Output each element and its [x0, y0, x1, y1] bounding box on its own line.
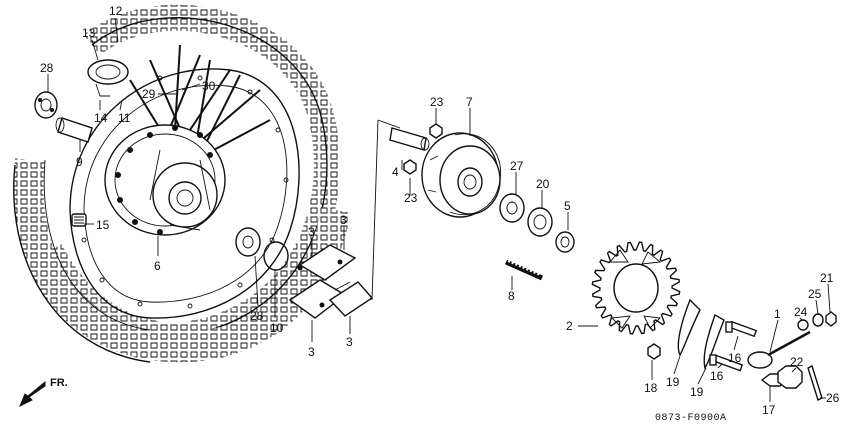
callout-29: 29	[142, 87, 156, 101]
oil-seal-20	[527, 207, 553, 237]
callout-27: 27	[510, 159, 524, 173]
callout-12: 12	[109, 4, 123, 18]
assembly-guide-lines	[371, 119, 401, 301]
callout-numbers: 12 13 28 30 29 14 11 9 15 6 28 10 3 3 3 …	[40, 4, 840, 417]
callout-6: 6	[154, 259, 161, 273]
cotter-pin-26	[807, 365, 823, 401]
callout-16-lower: 16	[710, 369, 724, 383]
callout-leaders	[47, 17, 831, 402]
callout-28-upper: 28	[40, 61, 54, 75]
collar-5	[555, 231, 575, 253]
callout-10: 10	[270, 321, 284, 335]
callout-8: 8	[508, 289, 515, 303]
callout-2: 2	[566, 319, 573, 333]
axle-sleeve	[389, 127, 430, 151]
nut-18	[647, 343, 661, 360]
callout-25: 25	[808, 287, 822, 301]
castle-nut-22	[777, 365, 803, 389]
callout-16-upper: 16	[728, 351, 742, 365]
bearing-lower	[235, 227, 261, 257]
bearing-27	[499, 193, 525, 223]
nut-lower	[403, 159, 417, 175]
nut-21	[825, 311, 837, 327]
callout-14: 14	[94, 111, 108, 125]
stud-bolt	[504, 259, 544, 281]
sprocket	[591, 241, 681, 335]
lock-plate-b	[703, 313, 725, 370]
valve-cap	[71, 213, 87, 227]
callout-3-bottom-left: 3	[308, 345, 315, 359]
front-direction-arrow: FR.	[19, 377, 68, 408]
damper-rubbers	[288, 244, 374, 319]
callout-23-lower: 23	[404, 191, 418, 205]
bearing-upper	[34, 91, 58, 119]
callout-7: 7	[466, 95, 473, 109]
callout-17: 17	[762, 403, 776, 417]
callout-3-bottom-right: 3	[346, 335, 353, 349]
front-marker: FR.	[50, 377, 68, 389]
callout-4: 4	[392, 165, 399, 179]
callout-21: 21	[820, 271, 834, 285]
bolt-16-lower	[709, 354, 744, 372]
washer-24	[797, 319, 809, 331]
callout-26: 26	[826, 391, 840, 405]
callout-1: 1	[774, 307, 781, 321]
bolt-16-upper	[725, 320, 758, 338]
callout-30: 30	[202, 79, 216, 93]
rim	[69, 68, 300, 319]
callout-3-top-left: 3	[308, 225, 315, 239]
callout-15: 15	[96, 218, 110, 232]
distance-collar	[55, 117, 93, 143]
rear-hub	[104, 124, 226, 236]
o-ring	[263, 241, 289, 271]
inner-tube-end	[87, 59, 129, 97]
callout-11: 11	[118, 111, 131, 125]
callout-18: 18	[644, 381, 658, 395]
callout-20: 20	[536, 177, 550, 191]
diagram-code: 0873-F0900A	[655, 413, 727, 424]
lock-plate-a	[677, 298, 701, 357]
callout-13: 13	[82, 26, 96, 40]
callout-19-right: 19	[690, 385, 704, 399]
callout-9: 9	[76, 155, 83, 169]
callout-23-upper: 23	[430, 95, 444, 109]
callout-24: 24	[794, 305, 808, 319]
chain-adjuster	[747, 330, 811, 369]
callout-5: 5	[564, 199, 571, 213]
driven-flange	[421, 132, 502, 218]
callout-28-lower: 28	[250, 309, 264, 323]
washer-25	[812, 313, 824, 327]
nut-upper	[429, 123, 443, 139]
callout-22: 22	[790, 355, 804, 369]
callout-19-left: 19	[666, 375, 680, 389]
callout-3-top-right: 3	[340, 213, 347, 227]
tire	[13, 4, 351, 363]
